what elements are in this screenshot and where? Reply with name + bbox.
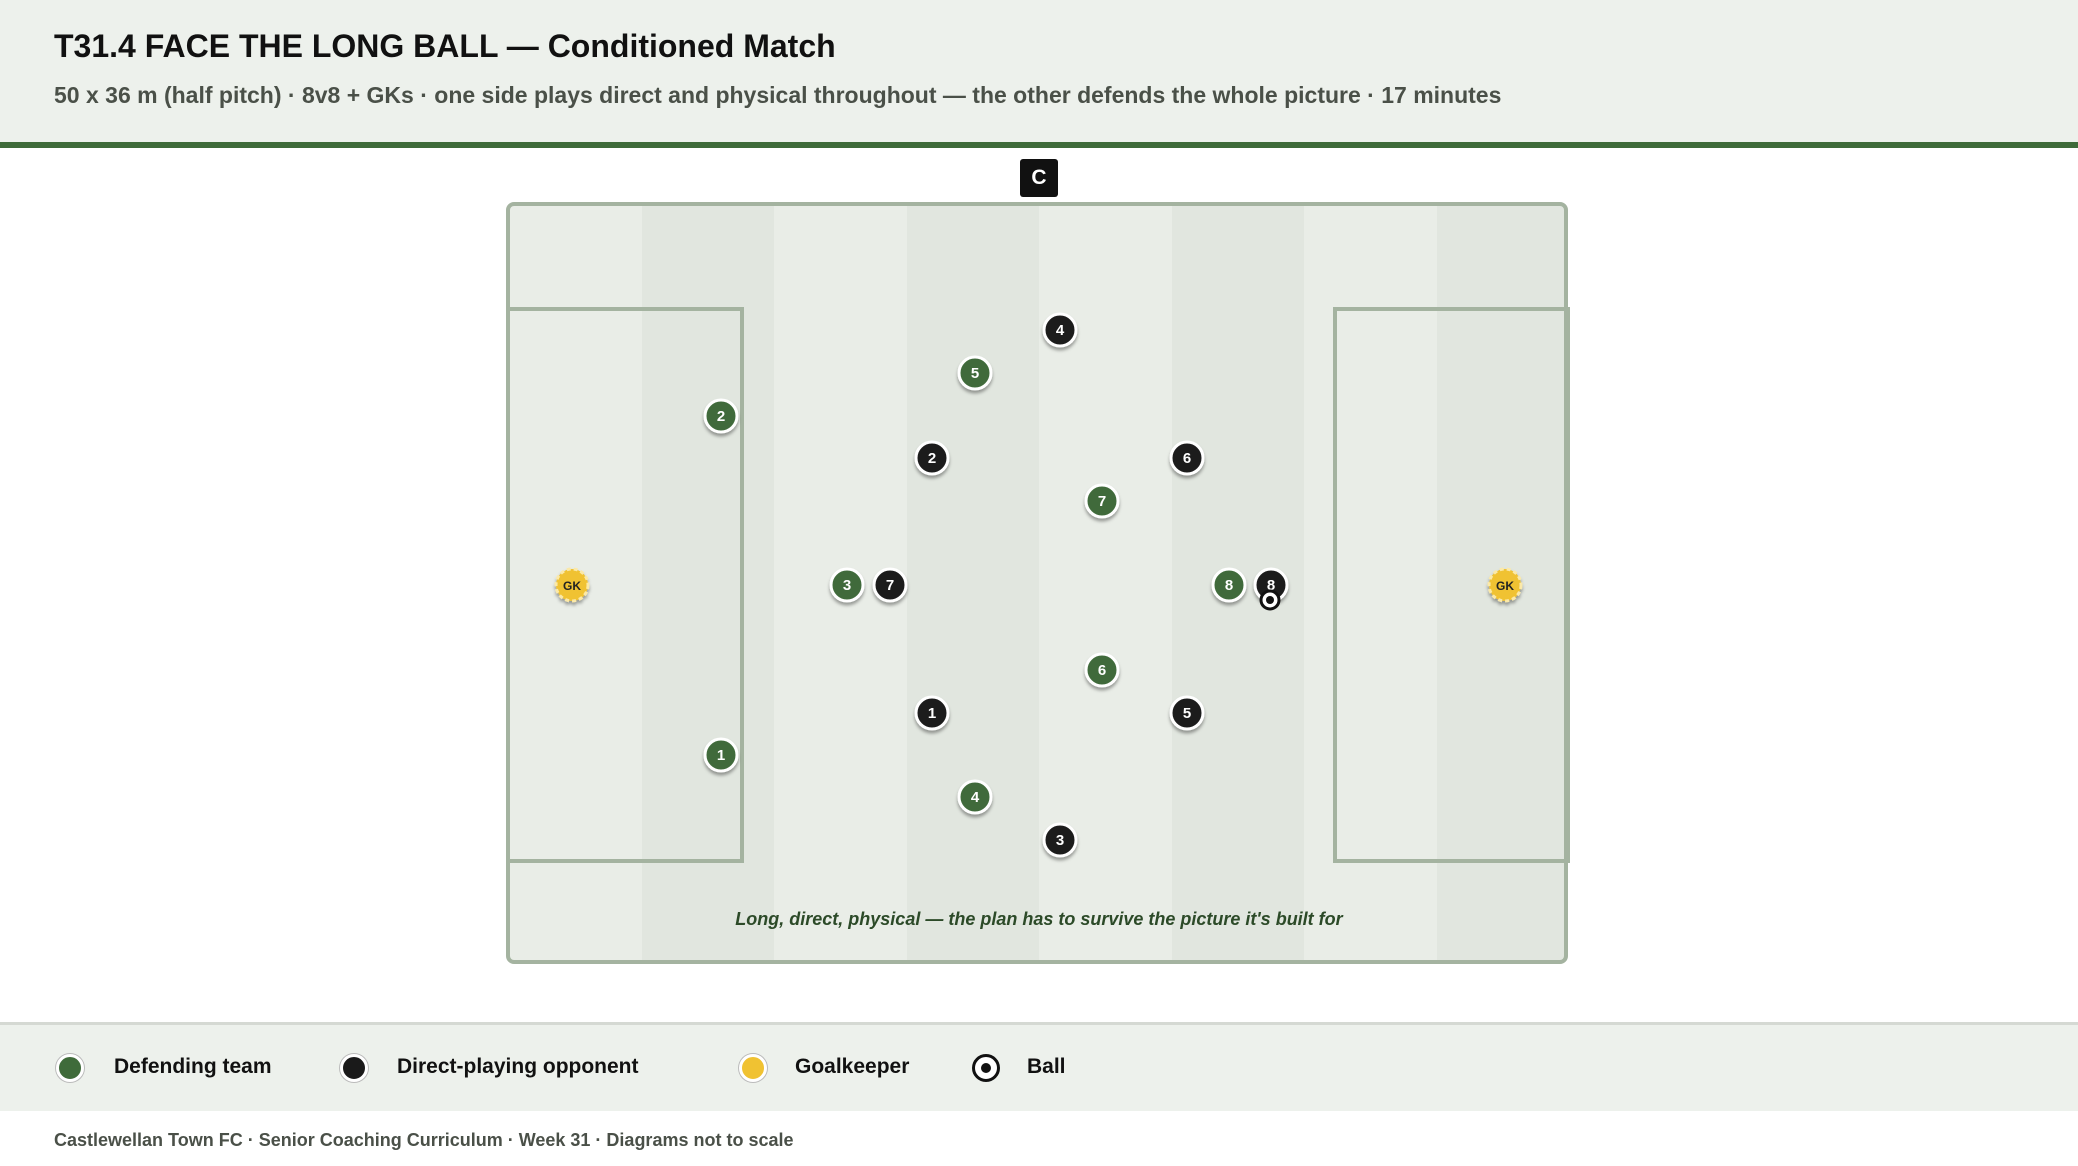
pitch-stripe xyxy=(642,206,774,960)
defending-player-2-marker xyxy=(703,398,739,434)
opponent-player-4: 4 xyxy=(1042,312,1078,348)
opponent-player-5: 5 xyxy=(1169,695,1205,731)
defending-player-3-marker xyxy=(829,567,865,603)
defending-player-2: 2 xyxy=(703,398,739,434)
opponent-player-3: 3 xyxy=(1042,822,1078,858)
legend-opponent xyxy=(340,1025,368,1111)
opponent-player-6-marker xyxy=(1169,440,1205,476)
opponent-player-1-number: 1 xyxy=(928,705,936,722)
defending-player-7-number: 7 xyxy=(1098,493,1106,510)
ball-icon xyxy=(972,1054,1000,1082)
header: T31.4 FACE THE LONG BALL — Conditioned M… xyxy=(0,0,2078,148)
defending-player-5-number: 5 xyxy=(971,365,979,382)
defending-player-2-number: 2 xyxy=(717,408,725,425)
opponent-player-6: 6 xyxy=(1169,440,1205,476)
defending-player-4-number: 4 xyxy=(971,789,980,806)
left-penalty-area xyxy=(506,307,744,863)
defending-player-4-marker xyxy=(957,779,993,815)
opponent-player-2-number: 2 xyxy=(928,450,936,467)
legend-goalkeeper xyxy=(739,1025,767,1111)
opponent-player-4-marker xyxy=(1042,312,1078,348)
opponent-player-1-marker xyxy=(914,695,950,731)
defending-player-8-number: 8 xyxy=(1225,577,1233,594)
goalkeeper-swatch xyxy=(739,1054,767,1082)
defending-player-1-number: 1 xyxy=(717,747,725,764)
coach-marker: C xyxy=(1020,159,1058,197)
legend-opponent-label: Direct-playing opponent xyxy=(397,1055,639,1078)
legend: Defending team Direct-playing opponent G… xyxy=(0,1022,2078,1111)
legend-goalkeeper-label: Goalkeeper xyxy=(795,1055,910,1078)
ball xyxy=(1259,589,1281,611)
defending-player-8: 8 xyxy=(1211,567,1247,603)
defending-player-1-marker xyxy=(703,737,739,773)
goalkeeper-left-number: GK xyxy=(563,579,581,593)
goalkeeper-right: GK xyxy=(1487,567,1523,603)
opponent-player-5-number: 5 xyxy=(1183,705,1191,722)
players-layer: 2 5 3 7 8 6 1 4 4 2 6 7 8 1 5 3 GK GK xyxy=(554,312,1523,858)
footer-note: Castlewellan Town FC · Senior Coaching C… xyxy=(54,1130,794,1150)
defending-player-5-marker xyxy=(957,355,993,391)
opponent-player-3-marker xyxy=(1042,822,1078,858)
goalkeeper-left: GK xyxy=(554,567,590,603)
pitch-stripe xyxy=(907,206,1039,960)
legend-defending xyxy=(56,1025,84,1111)
defending-player-1: 1 xyxy=(703,737,739,773)
opponent-player-7: 7 xyxy=(872,567,908,603)
opponent-player-2: 2 xyxy=(914,440,950,476)
goalkeeper-right-marker xyxy=(1487,567,1523,603)
opponent-player-1: 1 xyxy=(914,695,950,731)
defending-player-6-marker xyxy=(1084,652,1120,688)
opponent-player-8-number: 8 xyxy=(1267,577,1275,594)
defending-player-7-marker xyxy=(1084,483,1120,519)
defending-player-8-marker xyxy=(1211,567,1247,603)
opponent-player-2-marker xyxy=(914,440,950,476)
ball-center xyxy=(1266,596,1274,604)
defending-player-7: 7 xyxy=(1084,483,1120,519)
legend-ball xyxy=(972,1025,1000,1111)
opponent-player-4-number: 4 xyxy=(1056,322,1065,339)
defending-player-4: 4 xyxy=(957,779,993,815)
defending-player-6: 6 xyxy=(1084,652,1120,688)
opponent-player-5-marker xyxy=(1169,695,1205,731)
opponent-player-7-marker xyxy=(872,567,908,603)
opponent-team-swatch xyxy=(340,1054,368,1082)
defending-player-3-number: 3 xyxy=(843,577,851,594)
page-title: T31.4 FACE THE LONG BALL — Conditioned M… xyxy=(54,28,836,64)
defending-team-swatch xyxy=(56,1054,84,1082)
pitch-diagram: Long, direct, physical — the plan has to… xyxy=(506,202,1570,964)
goalkeeper-left-marker xyxy=(554,567,590,603)
defending-player-5: 5 xyxy=(957,355,993,391)
legend-ball-label: Ball xyxy=(1027,1055,1066,1078)
page-subtitle: 50 x 36 m (half pitch) · 8v8 + GKs · one… xyxy=(54,82,1502,108)
opponent-player-6-number: 6 xyxy=(1183,450,1191,467)
legend-defending-label: Defending team xyxy=(114,1055,272,1078)
defending-player-6-number: 6 xyxy=(1098,662,1106,679)
goalkeeper-right-number: GK xyxy=(1496,579,1514,593)
right-penalty-area xyxy=(1333,307,1570,863)
pitch-caption: Long, direct, physical — the plan has to… xyxy=(735,909,1343,929)
opponent-player-7-number: 7 xyxy=(886,577,894,594)
opponent-player-3-number: 3 xyxy=(1056,832,1064,849)
defending-player-3: 3 xyxy=(829,567,865,603)
